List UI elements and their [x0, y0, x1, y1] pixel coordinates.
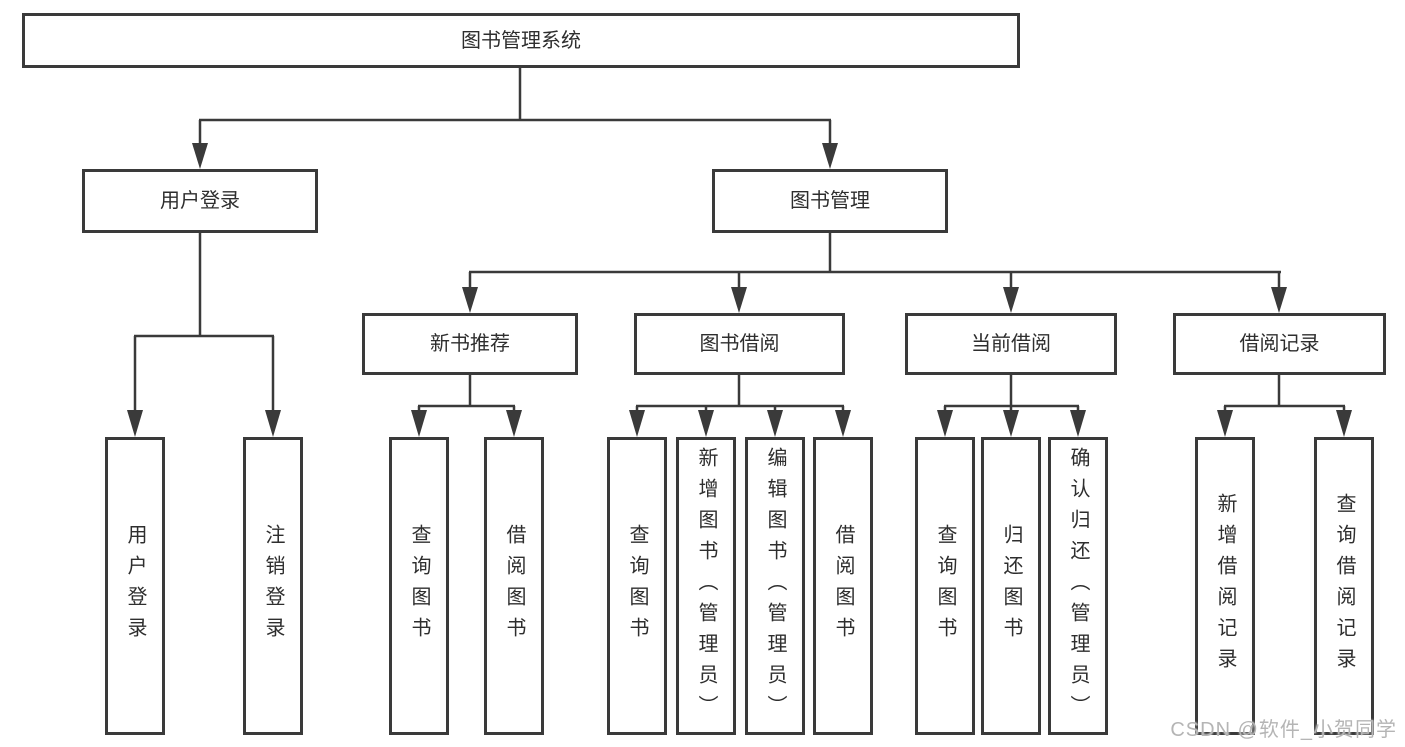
node-leaf-query-books-borrowing: 查询图书 [607, 437, 667, 735]
node-label: 用户登录 [124, 524, 146, 648]
node-branch-user-login: 用户登录 [82, 169, 318, 233]
node-label: 用户登录 [160, 190, 240, 212]
node-label: 当前借阅 [971, 333, 1051, 355]
connector-book-management-to-groups [462, 233, 1287, 313]
node-label: 图书管理系统 [461, 29, 581, 52]
node-label: 查询图书 [934, 524, 956, 648]
connector-borrowing-records-to-leaves [1217, 375, 1352, 437]
connector-root-to-level1 [192, 68, 838, 169]
node-label: 借阅图书 [503, 524, 525, 648]
node-label: 注销登录 [262, 524, 284, 648]
node-leaf-borrow-books-recommend: 借阅图书 [484, 437, 544, 735]
node-leaf-add-borrow-record: 新增借阅记录 [1195, 437, 1255, 735]
node-leaf-user-login: 用户登录 [105, 437, 165, 735]
node-label: 借阅记录 [1239, 333, 1320, 355]
node-label: 图书管理 [790, 190, 870, 212]
node-label: 查询借阅记录 [1333, 493, 1355, 679]
node-leaf-query-borrow-record: 查询借阅记录 [1314, 437, 1374, 735]
node-branch-book-management: 图书管理 [712, 169, 948, 233]
node-label: 新增图书（管理员） [695, 446, 717, 726]
node-label: 查询图书 [408, 524, 430, 648]
node-leaf-borrow-books: 借阅图书 [813, 437, 873, 735]
node-group-book-borrowing: 图书借阅 [634, 313, 845, 375]
connector-new-book-to-leaves [411, 375, 522, 437]
node-label: 新书推荐 [430, 333, 510, 355]
node-group-borrowing-records: 借阅记录 [1173, 313, 1386, 375]
connector-current-borrowing-to-leaves [937, 375, 1086, 437]
connector-book-borrowing-to-leaves [629, 375, 851, 437]
node-leaf-edit-books-admin: 编辑图书（管理员） [745, 437, 805, 735]
node-label: 确认归还（管理员） [1067, 446, 1089, 726]
node-root: 图书管理系统 [22, 13, 1020, 68]
connector-user-login-to-leaves [127, 233, 281, 437]
node-label: 编辑图书（管理员） [764, 446, 786, 726]
node-label: 新增借阅记录 [1214, 493, 1236, 679]
node-leaf-logout: 注销登录 [243, 437, 303, 735]
node-leaf-add-books-admin: 新增图书（管理员） [676, 437, 736, 735]
node-group-new-book-recommendation: 新书推荐 [362, 313, 578, 375]
node-label: 借阅图书 [832, 524, 854, 648]
node-label: 归还图书 [1000, 524, 1022, 648]
node-label: 查询图书 [626, 524, 648, 648]
watermark-text: CSDN @软件_小贺同学 [1170, 719, 1397, 741]
node-leaf-confirm-return-admin: 确认归还（管理员） [1048, 437, 1108, 735]
node-leaf-return-books: 归还图书 [981, 437, 1041, 735]
node-group-current-borrowing: 当前借阅 [905, 313, 1117, 375]
node-leaf-query-books-recommend: 查询图书 [389, 437, 449, 735]
node-label: 图书借阅 [699, 333, 780, 355]
node-leaf-query-books-current: 查询图书 [915, 437, 975, 735]
